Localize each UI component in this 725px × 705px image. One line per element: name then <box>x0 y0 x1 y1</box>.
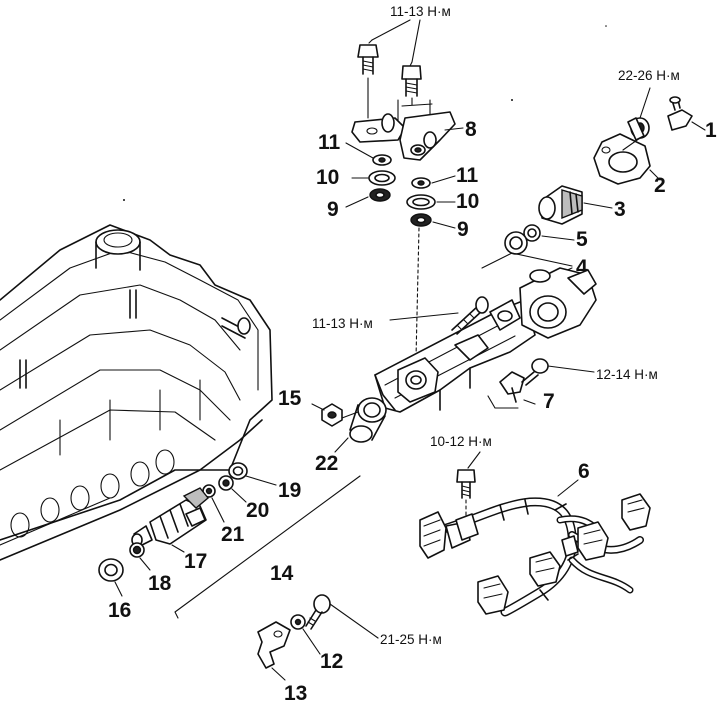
bolt-icon <box>305 594 331 630</box>
washer-icon <box>202 484 216 498</box>
washer-icon <box>410 213 432 227</box>
part-number-19: 19 <box>278 479 301 502</box>
torque-label-clamp-bolt: 21-25 Н·м <box>380 632 442 647</box>
mount-bracket <box>351 113 406 143</box>
bolt-icon <box>521 358 549 386</box>
part-number-7: 7 <box>543 390 555 413</box>
part-number-13: 13 <box>284 682 307 705</box>
seal-icon <box>129 542 145 558</box>
part-number-9a: 9 <box>327 198 339 221</box>
torque-label-regulator-bolt: 22-26 Н·м <box>618 68 680 83</box>
bolt-icon <box>357 44 379 75</box>
bolt-icon <box>401 65 422 97</box>
part-number-12: 12 <box>320 650 343 673</box>
part-number-11b: 11 <box>456 164 479 187</box>
clamp-icon <box>257 621 291 669</box>
part-number-18: 18 <box>148 572 172 595</box>
retaining-plate <box>593 133 651 185</box>
part-number-11a: 11 <box>318 131 341 154</box>
engine-block-icon <box>0 224 273 561</box>
bolt-icon <box>627 117 650 141</box>
part-number-5: 5 <box>576 228 588 251</box>
insulator-icon <box>98 558 124 582</box>
part-number-6: 6 <box>578 460 590 483</box>
torque-label-harness-bolt: 10-12 Н·м <box>430 434 492 449</box>
part-number-10a: 10 <box>316 166 339 189</box>
washer-icon <box>290 614 306 630</box>
part-number-3: 3 <box>614 198 626 221</box>
fuel-injector-icon <box>131 487 209 547</box>
part-number-9b: 9 <box>457 218 469 241</box>
o-ring-icon <box>523 224 541 242</box>
part-number-2: 2 <box>654 174 666 197</box>
part-number-8: 8 <box>465 118 477 141</box>
washer-icon <box>372 154 392 166</box>
o-ring-icon <box>218 475 234 491</box>
part-number-22: 22 <box>315 452 338 475</box>
part-number-10b: 10 <box>456 190 479 213</box>
part-number-14: 14 <box>270 562 294 585</box>
o-ring-icon <box>406 194 436 210</box>
vacuum-fitting-icon <box>667 96 693 131</box>
torque-label-rail-bolt: 11-13 Н·м <box>312 316 373 331</box>
mount-bracket-8 <box>399 111 456 161</box>
part-number-1: 1 <box>705 119 717 142</box>
part-number-17: 17 <box>184 550 207 573</box>
part-number-15: 15 <box>278 387 302 410</box>
torque-label-bracket-bolt: 12-14 Н·м <box>596 367 658 382</box>
wiring-harness-icon <box>419 493 651 617</box>
rail-bracket <box>499 371 525 403</box>
pressure-regulator-icon <box>538 185 583 225</box>
washer-icon <box>411 177 431 189</box>
part-number-16: 16 <box>108 599 131 622</box>
torque-label-top-bolts: 11-13 Н·м <box>390 4 451 19</box>
o-ring-icon <box>368 170 396 186</box>
o-ring-icon <box>504 231 528 255</box>
part-number-21: 21 <box>221 523 245 546</box>
bolt-icon <box>456 469 476 499</box>
fuel-rail-icon <box>349 267 597 443</box>
part-number-20: 20 <box>246 499 269 522</box>
bolt-icon <box>451 296 489 335</box>
nut-icon <box>321 403 343 427</box>
o-ring-icon <box>228 462 248 480</box>
washer-icon <box>369 188 391 202</box>
